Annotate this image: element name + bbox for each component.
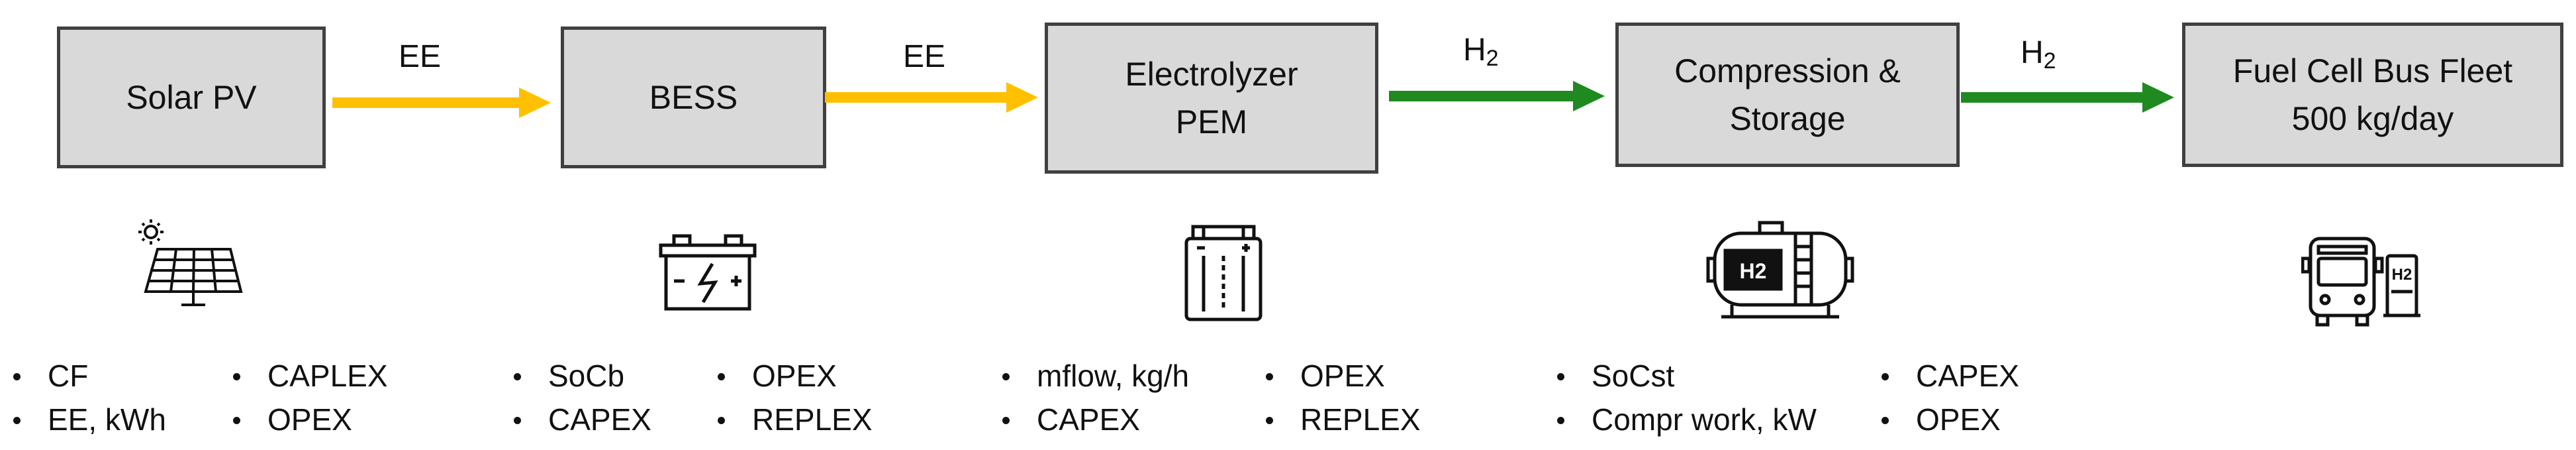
flow-label-ee-1-text: EE: [399, 39, 442, 74]
param-item: CAPEX: [1878, 354, 2019, 398]
solar-params-col1: CF EE, kWh: [9, 354, 166, 441]
stage-bess: BESS: [561, 27, 826, 168]
param-item: OPEX: [1878, 398, 2019, 441]
param-item: EE, kWh: [9, 398, 166, 441]
hydrogen-tank-icon: H2: [1705, 220, 1855, 319]
flow-label-h2-1: H2: [1463, 32, 1499, 71]
compression-params-col2: CAPEX OPEX: [1878, 354, 2019, 441]
flow-label-h2-1-main: H: [1463, 32, 1486, 68]
bess-params-col2: OPEX REPLEX: [714, 354, 873, 441]
stage-fuel-cell-bus-fleet: Fuel Cell Bus Fleet 500 kg/day: [2182, 23, 2563, 167]
stage-compression-label-line1: Compression &: [1674, 52, 1901, 89]
param-item: OPEX: [714, 354, 873, 398]
param-item: REPLEX: [1262, 398, 1421, 441]
electrolyzer-params-col1: mflow, kg/h CAPEX: [998, 354, 1189, 441]
flow-label-h2-2-main: H: [2021, 35, 2044, 70]
battery-icon: [658, 233, 757, 311]
arrow-h2-compression-to-bus: [1961, 81, 2174, 114]
flow-label-h2-2: H2: [2021, 34, 2056, 74]
flow-label-ee-2: EE: [903, 38, 945, 75]
flow-label-ee-2-text: EE: [903, 39, 946, 74]
electrolyzer-icon: [1184, 221, 1263, 322]
param-item: OPEX: [229, 398, 388, 441]
bus-h2-label: H2: [2392, 266, 2412, 284]
stage-electrolyzer-label-line1: Electrolyzer: [1125, 56, 1298, 93]
param-item: SoCb: [510, 354, 651, 398]
stage-electrolyzer-label-line2: PEM: [1175, 103, 1248, 141]
stage-electrolyzer: Electrolyzer PEM: [1045, 23, 1378, 174]
stage-bess-label: BESS: [649, 79, 738, 116]
param-item: Compr work, kW: [1553, 398, 1817, 441]
param-item: SoCst: [1553, 354, 1817, 398]
stage-bus-label-line1: Fuel Cell Bus Fleet: [2232, 52, 2513, 89]
flow-label-h2-1-sub: 2: [1486, 46, 1499, 71]
electrolyzer-params-col2: OPEX REPLEX: [1262, 354, 1421, 441]
param-item: CAPEX: [510, 398, 651, 441]
flow-label-ee-1: EE: [399, 38, 441, 75]
solar-panel-icon: [131, 217, 244, 311]
flow-label-h2-2-sub: 2: [2043, 48, 2056, 74]
param-item: mflow, kg/h: [998, 354, 1189, 398]
param-item: CF: [9, 354, 166, 398]
param-item: OPEX: [1262, 354, 1421, 398]
stage-bus-label-line2: 500 kg/day: [2291, 100, 2454, 137]
svg-text:H2: H2: [1740, 259, 1767, 283]
stage-solar-pv-label: Solar PV: [126, 79, 257, 116]
arrow-h2-electrolyzer-to-compression: [1389, 80, 1605, 113]
param-item: CAPEX: [998, 398, 1189, 441]
arrow-ee-solar-to-bess: [332, 86, 551, 119]
solar-params-col2: CAPLEX OPEX: [229, 354, 388, 441]
param-item: REPLEX: [714, 398, 873, 441]
stage-solar-pv: Solar PV: [57, 27, 326, 168]
param-item: CAPLEX: [229, 354, 388, 398]
compression-params-col1: SoCst Compr work, kW: [1553, 354, 1817, 441]
bess-params-col1: SoCb CAPEX: [510, 354, 651, 441]
arrow-ee-bess-to-electrolyzer: [825, 81, 1038, 114]
stage-compression-storage: Compression & Storage: [1615, 23, 1960, 167]
fuel-cell-bus-icon: H2: [2301, 236, 2422, 329]
stage-compression-label-line2: Storage: [1729, 100, 1846, 137]
